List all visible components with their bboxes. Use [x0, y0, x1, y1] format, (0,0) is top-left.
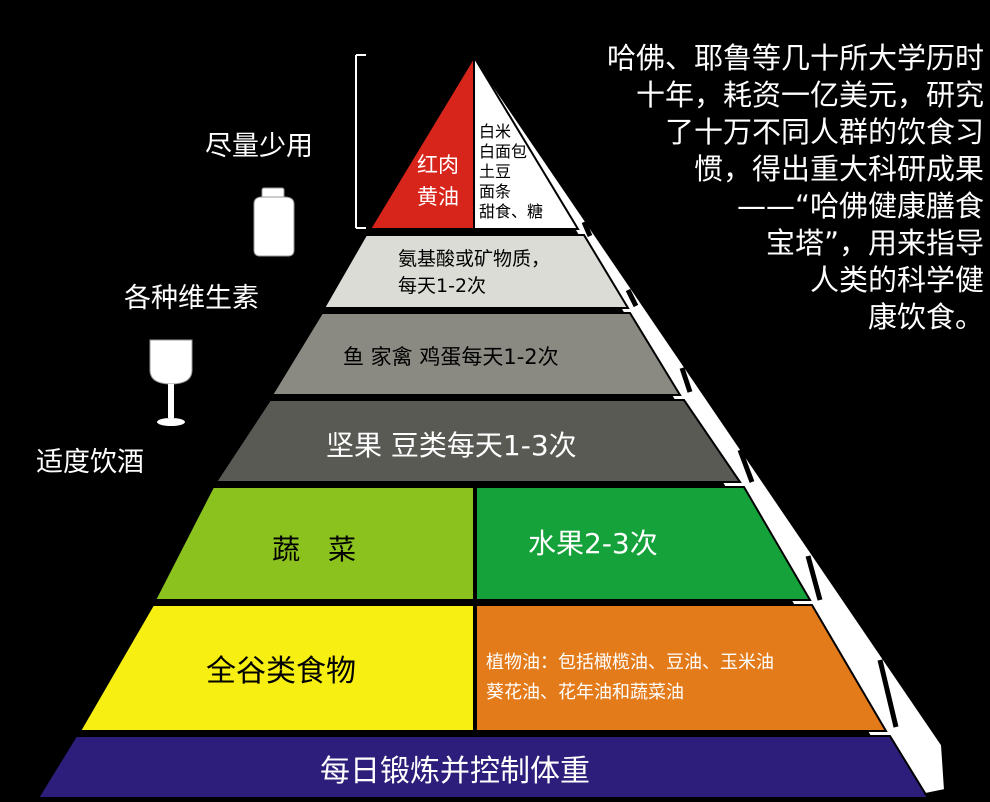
- use-sparingly-label: 尽量少用: [205, 131, 313, 162]
- tier-grains: [78, 604, 475, 732]
- tier-oils: [475, 604, 888, 732]
- tier-base: [36, 735, 930, 799]
- tier-supplements: [322, 234, 630, 309]
- tier-vegetables: [153, 486, 475, 601]
- tier-fruits: [475, 486, 812, 601]
- tier-top-white: [473, 53, 580, 230]
- top-right-item: 甜食、糖: [479, 202, 544, 221]
- intro-line: 了十万不同人群的饮食习: [664, 115, 984, 149]
- intro-line: 康饮食。: [867, 300, 984, 334]
- top-right-item: 白面包: [479, 142, 528, 161]
- top-right-item: 土豆: [479, 162, 512, 181]
- intro-line: ——“哈佛健康膳食: [736, 189, 984, 223]
- tier-protein: [270, 312, 682, 396]
- intro-line: 十年，耗资一亿美元，研究: [635, 78, 984, 112]
- tier-protein-label: 鱼 家禽 鸡蛋每天1-2次: [343, 345, 559, 369]
- top-right-item: 面条: [479, 182, 512, 201]
- intro-line: 人类的科学健: [809, 263, 984, 297]
- tier-oils-label: 植物油：包括橄榄油、豆油、玉米油 葵花油、花年油和蔬菜油: [486, 652, 774, 703]
- tier-nuts-label: 坚果 豆类每天1-3次: [326, 429, 577, 462]
- wine-glass-icon: [149, 339, 193, 426]
- top-left-label: 红肉 黄油: [417, 153, 459, 209]
- tier-nuts: [214, 399, 742, 483]
- side-face-bands: [581, 221, 899, 728]
- intro-paragraph: 哈佛、耶鲁等几十所大学历时 十年，耗资一亿美元，研究 了十万不同人群的饮食习 惯…: [544, 40, 984, 336]
- top-right-items: 白米 白面包 土豆 面条 甜食、糖: [479, 122, 543, 222]
- tier-grains-label: 全谷类食物: [206, 654, 356, 689]
- vitamins-label: 各种维生素: [124, 283, 259, 314]
- moderate-alcohol-label: 适度饮酒: [36, 447, 144, 478]
- supplement-bottle-icon: [253, 187, 295, 257]
- sparingly-bracket: [355, 54, 366, 229]
- intro-line: 惯，得出重大科研成果: [693, 152, 984, 186]
- tier-supplements-label: 氨基酸或矿物质， 每天1-2次: [398, 248, 551, 297]
- base-label: 每日锻炼并控制体重: [320, 754, 590, 789]
- intro-line: 哈佛、耶鲁等几十所大学历时: [606, 41, 984, 75]
- tier-fruits-label: 水果2-3次: [528, 527, 658, 560]
- tier-vegetables-label: 蔬 菜: [272, 533, 357, 566]
- top-right-item: 白米: [479, 122, 512, 141]
- intro-line: 宝塔”，用来指导: [765, 226, 984, 260]
